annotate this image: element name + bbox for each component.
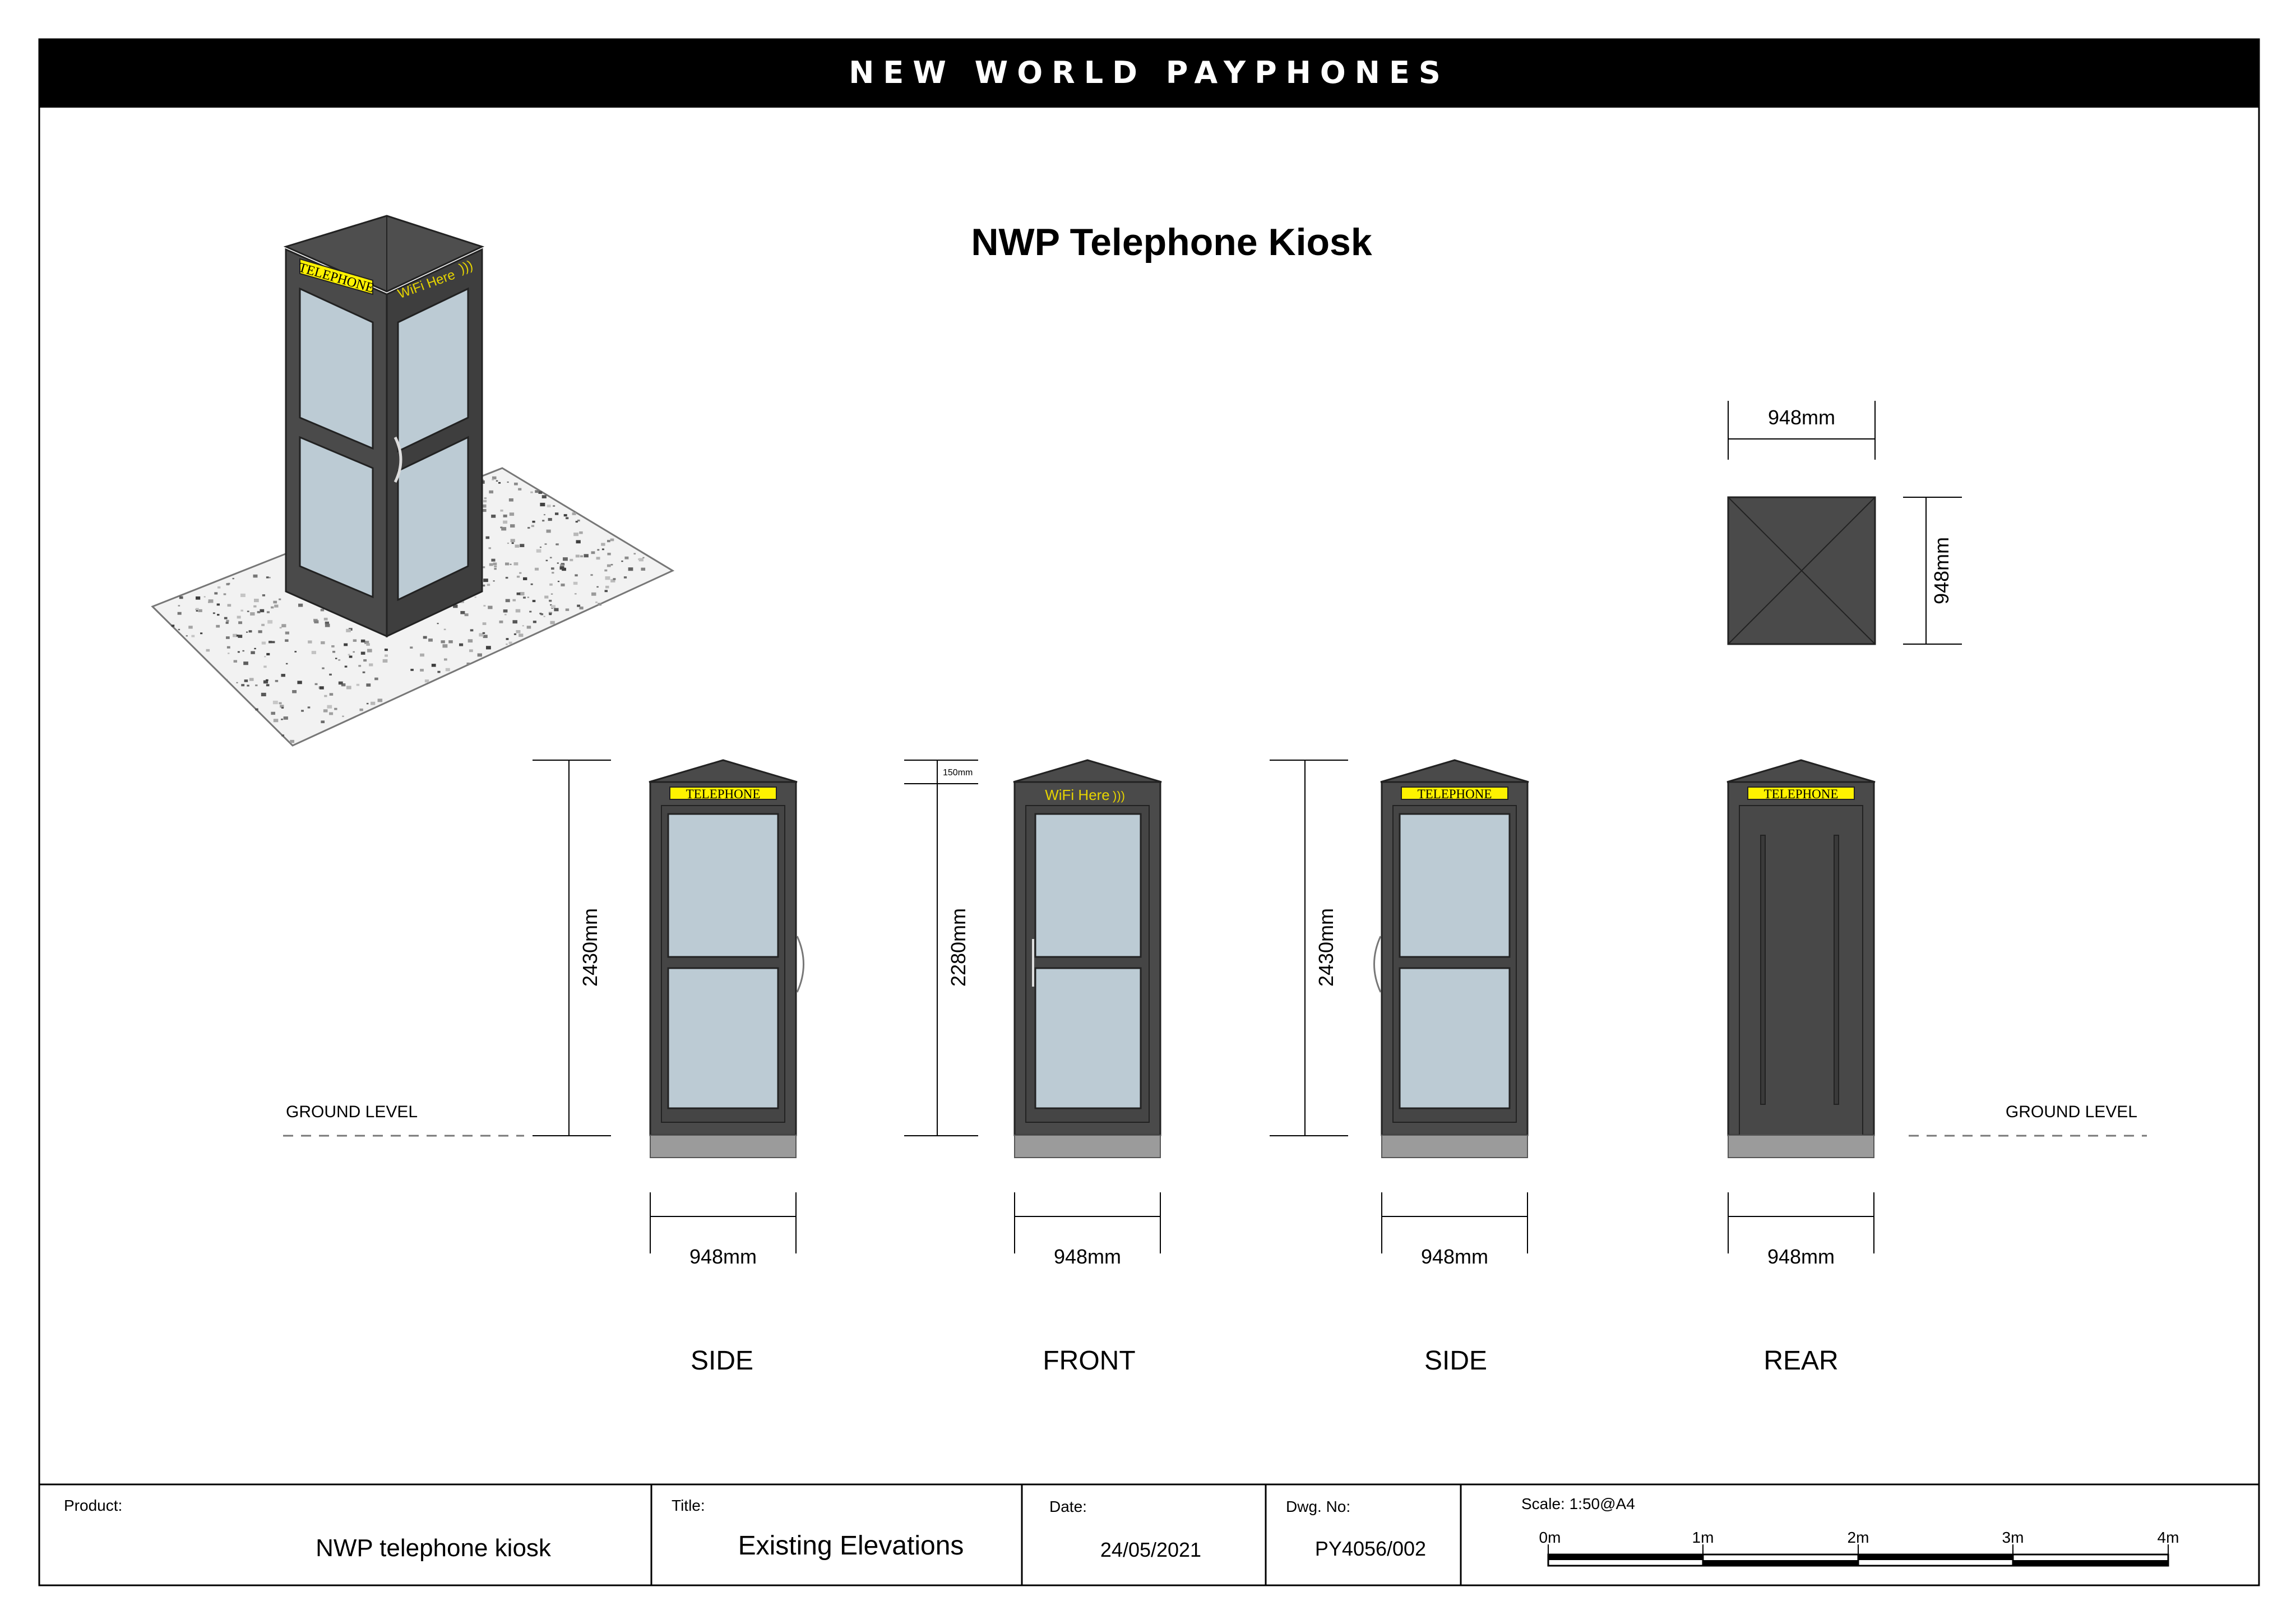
iso-glass-right-top bbox=[397, 287, 469, 453]
scale-tick-1: 1m bbox=[1692, 1529, 1714, 1546]
dim-width-rear: 948mm bbox=[1728, 1192, 1874, 1268]
iso-door-handle bbox=[394, 436, 402, 483]
plan-diagonal-2 bbox=[1728, 497, 1876, 645]
title-label: Title: bbox=[672, 1497, 705, 1514]
glass-bottom bbox=[667, 967, 779, 1109]
plan-depth-label: 948mm bbox=[1930, 537, 1953, 604]
dim-width-side-left: 948mm bbox=[650, 1192, 797, 1268]
product-label: Product: bbox=[64, 1497, 122, 1514]
elevation-side-right: TELEPHONE bbox=[1373, 759, 1529, 1158]
ground-level-label-right: GROUND LEVEL bbox=[2006, 1103, 2137, 1121]
scale-tick-0: 0m bbox=[1539, 1529, 1561, 1546]
width-label: 948mm bbox=[1421, 1245, 1488, 1268]
dim-height-side-right: 2430mm bbox=[1270, 760, 1348, 1136]
plan-width-label: 948mm bbox=[1768, 406, 1835, 429]
dim-width-side-right: 948mm bbox=[1381, 1192, 1528, 1268]
scale-label: Scale: 1:50@A4 bbox=[1521, 1495, 1635, 1512]
isometric-view: TELEPHONE WiFi Here ))) bbox=[151, 215, 675, 747]
glass-top bbox=[1399, 813, 1511, 958]
iso-glass-left-bottom bbox=[299, 436, 374, 599]
roof bbox=[1013, 759, 1162, 783]
width-label: 948mm bbox=[1767, 1245, 1835, 1268]
roof-height-label: 150mm bbox=[943, 768, 973, 778]
telephone-sign bbox=[1401, 786, 1508, 800]
plinth bbox=[1381, 1135, 1528, 1158]
view-label-rear: REAR bbox=[1763, 1346, 1838, 1376]
glass-top bbox=[667, 813, 779, 958]
view-label-side-left: SIDE bbox=[691, 1346, 753, 1376]
dim-width-front: 948mm bbox=[1014, 1192, 1161, 1268]
dwg-value: PY4056/002 bbox=[1315, 1537, 1426, 1560]
plinth bbox=[1014, 1135, 1161, 1158]
title-value: Existing Elevations bbox=[738, 1531, 964, 1561]
scale-seg-0-fill bbox=[1548, 1554, 1703, 1560]
ground-level-label-left: GROUND LEVEL bbox=[286, 1103, 418, 1121]
scale-seg-3-fill bbox=[2013, 1560, 2168, 1566]
roof bbox=[1380, 759, 1529, 783]
scale-bar: 0m 1m 2m 3m 4m bbox=[1539, 1529, 2179, 1567]
telephone-sign bbox=[1747, 786, 1855, 800]
elevation-front: WiFi Here ))) bbox=[1013, 759, 1162, 1158]
wifi-sign-text: WiFi Here bbox=[1045, 786, 1110, 803]
elevation-rear: TELEPHONE bbox=[1726, 759, 1876, 1158]
roof bbox=[649, 759, 798, 783]
rear-panel bbox=[1739, 805, 1863, 1136]
width-label: 948mm bbox=[689, 1245, 757, 1268]
scale-seg-2-fill bbox=[1858, 1554, 2013, 1560]
rear-slot-left bbox=[1760, 835, 1766, 1105]
title-block: Product: NWP telephone kiosk Title: Exis… bbox=[39, 1483, 2259, 1585]
dim-height-side-left: 2430mm bbox=[533, 760, 611, 1136]
view-label-front: FRONT bbox=[1043, 1346, 1135, 1376]
plinth bbox=[650, 1135, 797, 1158]
glass-bottom bbox=[1399, 967, 1511, 1109]
wifi-icon: ))) bbox=[1113, 789, 1125, 803]
dwg-label: Dwg. No: bbox=[1286, 1498, 1350, 1515]
view-label-side-right: SIDE bbox=[1424, 1346, 1487, 1376]
height-label: 2430mm bbox=[578, 908, 601, 987]
glass-bottom bbox=[1034, 967, 1142, 1109]
scale-tick-4: 4m bbox=[2158, 1529, 2179, 1546]
plinth bbox=[1728, 1135, 1874, 1158]
dim-height-front: 150mm 2280mm bbox=[904, 760, 978, 1136]
height-label: 2430mm bbox=[1314, 908, 1337, 987]
date-label: Date: bbox=[1049, 1498, 1087, 1515]
header-banner bbox=[39, 39, 2259, 108]
rear-slot-right bbox=[1834, 835, 1839, 1105]
scale-tick-3: 3m bbox=[2002, 1529, 2024, 1546]
telephone-sign-text: TELEPHONE bbox=[1764, 787, 1839, 801]
iso-glass-right-bottom bbox=[397, 436, 469, 602]
door-handle bbox=[796, 936, 804, 993]
iso-telephone-sign bbox=[299, 258, 373, 295]
brand-title: NEW WORLD PAYPHONES bbox=[849, 55, 1450, 90]
telephone-sign bbox=[669, 786, 777, 800]
width-label: 948mm bbox=[1054, 1245, 1121, 1268]
product-value: NWP telephone kiosk bbox=[316, 1534, 552, 1562]
roof bbox=[1726, 759, 1876, 783]
body-height-label: 2280mm bbox=[947, 908, 970, 987]
scale-seg-1-fill bbox=[1703, 1560, 1858, 1566]
telephone-sign-text: TELEPHONE bbox=[1418, 787, 1492, 801]
plan-view: 948mm 948mm bbox=[1727, 401, 1962, 645]
date-value: 24/05/2021 bbox=[1100, 1538, 1201, 1561]
drawing-title: NWP Telephone Kiosk bbox=[971, 221, 1372, 263]
door-handle bbox=[1373, 936, 1382, 993]
scale-tick-2: 2m bbox=[1848, 1529, 1869, 1546]
iso-glass-left-top bbox=[299, 287, 374, 450]
elevation-side-left: TELEPHONE bbox=[649, 759, 804, 1158]
glass-top bbox=[1034, 813, 1142, 958]
telephone-sign-text: TELEPHONE bbox=[686, 787, 761, 801]
